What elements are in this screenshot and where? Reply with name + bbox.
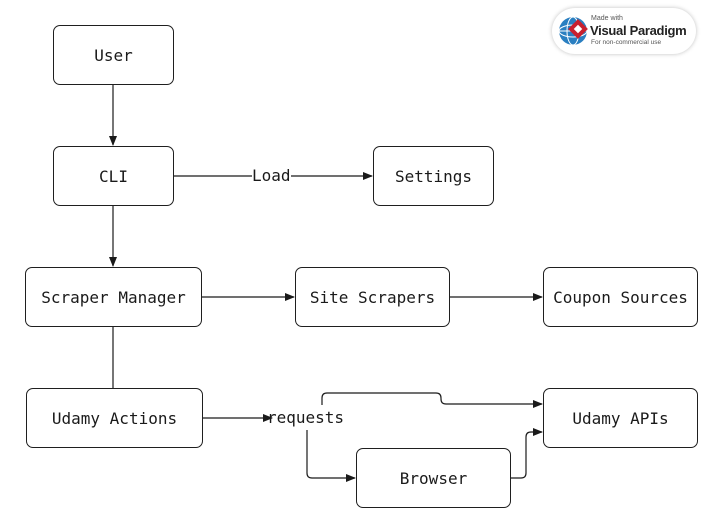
edge-label-requests: requests — [267, 408, 345, 427]
watermark-brand: Visual Paradigm — [590, 23, 687, 38]
node-udemy-actions: Udamy Actions — [26, 388, 203, 448]
node-udemy-actions-label: Udamy Actions — [51, 408, 178, 428]
node-udemy-apis: Udamy APIs — [543, 388, 698, 448]
edge-browser-udemy-apis — [511, 428, 543, 479]
edge-requests-browser — [306, 430, 356, 482]
node-cli: CLI — [53, 146, 174, 206]
watermark-note: For non-commercial use — [591, 39, 662, 46]
watermark-made-with: Made with — [591, 15, 623, 22]
node-scraper-manager: Scraper Manager — [25, 267, 202, 327]
node-site-scrapers-label: Site Scrapers — [309, 287, 436, 307]
node-settings: Settings — [373, 146, 494, 206]
edge-label-load: Load — [252, 166, 291, 186]
visual-paradigm-logo-icon — [558, 16, 588, 46]
edge-requests-udemy-apis — [321, 392, 543, 408]
node-browser: Browser — [356, 448, 511, 508]
node-coupon-sources-label: Coupon Sources — [553, 287, 688, 307]
node-udemy-apis-label: Udamy APIs — [572, 408, 669, 428]
node-cli-label: CLI — [99, 166, 128, 186]
node-user-label: User — [94, 45, 133, 65]
node-site-scrapers: Site Scrapers — [295, 267, 450, 327]
node-user: User — [53, 25, 174, 85]
visual-paradigm-watermark: Made with Visual Paradigm For non-commer… — [552, 8, 696, 54]
node-scraper-manager-label: Scraper Manager — [41, 287, 186, 307]
node-browser-label: Browser — [399, 468, 468, 488]
node-settings-label: Settings — [394, 166, 473, 186]
node-coupon-sources: Coupon Sources — [543, 267, 698, 327]
